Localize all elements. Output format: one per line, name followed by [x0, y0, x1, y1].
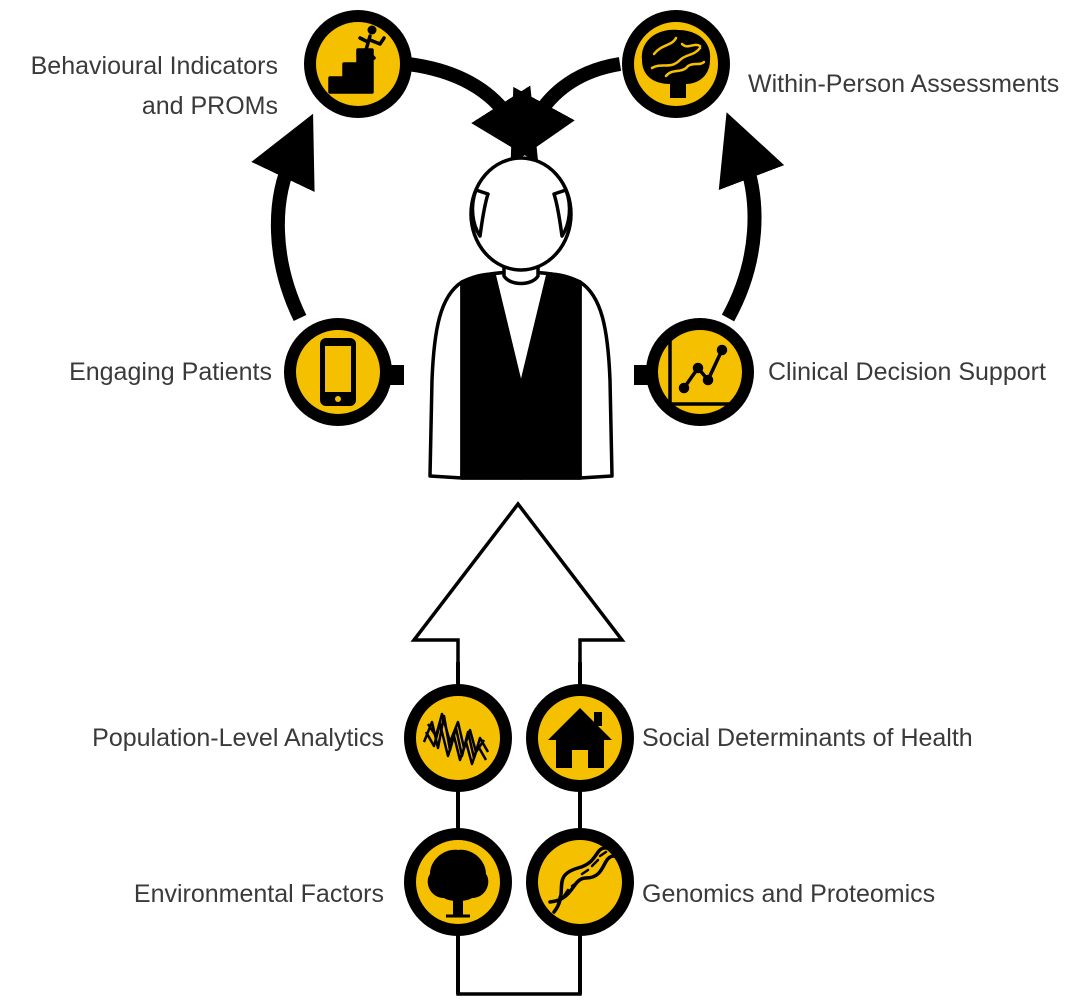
arrow-engaging-to-behavioural — [251, 113, 315, 322]
connector-nub-right — [634, 365, 648, 385]
label-social-determinants: Social Determinants of Health — [642, 724, 973, 752]
label-genomics-proteomics: Genomics and Proteomics — [642, 880, 935, 908]
circle-social-determinants — [526, 684, 634, 792]
arrow-clinical-to-within-person — [718, 112, 785, 322]
circle-clinical-decision — [646, 318, 754, 426]
stairs-climber-icon — [328, 25, 386, 94]
tree-icon — [427, 849, 489, 918]
circle-behavioural — [304, 10, 412, 118]
label-clinical-decision: Clinical Decision Support — [768, 358, 1046, 386]
brain-icon — [641, 29, 711, 98]
label-within-person: Within-Person Assessments — [748, 70, 1059, 98]
cycle-arrows — [251, 57, 785, 322]
person-left-arm — [428, 280, 466, 480]
labels: Behavioural Indicators and PROMs Within-… — [31, 52, 1060, 908]
person-right-arm — [576, 280, 614, 480]
arrow-within-person-to-person — [510, 57, 622, 166]
label-behavioural-line2: and PROMs — [142, 92, 278, 120]
circle-genomics-proteomics-bg — [526, 828, 634, 936]
arrow-behavioural-to-person — [407, 57, 539, 164]
circle-genomics-proteomics — [526, 828, 634, 936]
analytics-waveform-icon — [422, 712, 490, 766]
person-hair-right — [552, 188, 572, 238]
label-engaging-patients: Engaging Patients — [69, 358, 272, 386]
circle-environmental-factors — [404, 828, 512, 936]
circle-engaging-patients — [284, 318, 392, 426]
connector-nub-left — [390, 365, 404, 385]
circle-within-person — [622, 10, 730, 118]
smartphone-icon — [320, 338, 356, 406]
person-head — [469, 156, 573, 272]
label-population-analytics: Population-Level Analytics — [92, 724, 384, 752]
person-figure — [428, 156, 614, 480]
label-environmental-factors: Environmental Factors — [134, 880, 384, 908]
house-icon — [548, 708, 612, 768]
dna-helix-icon — [548, 846, 616, 914]
label-behavioural-line1: Behavioural Indicators — [31, 52, 278, 80]
circle-population-analytics — [404, 684, 512, 792]
person-hair-left — [470, 188, 490, 238]
person-vest-right — [519, 272, 582, 480]
line-chart-icon — [668, 340, 732, 406]
